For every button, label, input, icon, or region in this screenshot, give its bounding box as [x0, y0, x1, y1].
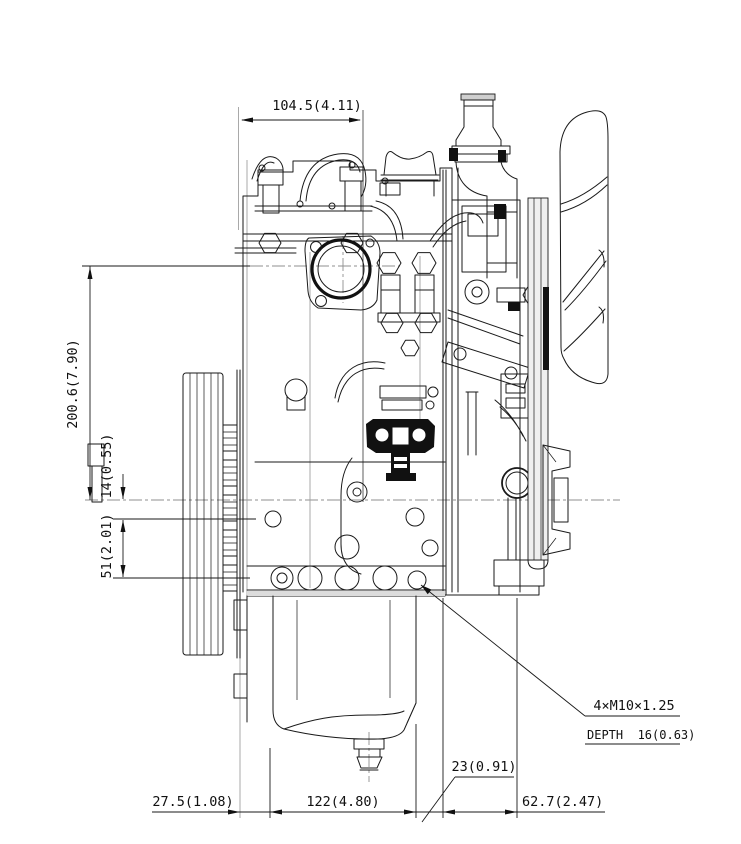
gear-case [379, 167, 545, 596]
dim-bottom-chain: 27.5(1.08) 122(4.80) 62.7(2.47) [152, 598, 605, 818]
engine-mount-bracket [366, 419, 435, 481]
dim-bottom-small-label: 23(0.91) [451, 759, 516, 775]
pump-mount-port [304, 235, 381, 311]
dim-top-width-label: 104.5(4.11) [272, 98, 361, 114]
crankcase [246, 361, 446, 597]
dim-bottom-center-label: 122(4.80) [306, 794, 379, 810]
dim-left-lower: 51(2.01) [99, 513, 250, 579]
exhaust-stack [449, 93, 518, 279]
dim-left-offset-label: 14(0.55) [99, 433, 115, 498]
flywheel [87, 369, 241, 659]
dim-top-width: 104.5(4.11) [241, 98, 362, 123]
fuel-injection-lines [234, 153, 484, 357]
oil-pan [233, 595, 417, 771]
dim-left-offset: 14(0.55) [99, 433, 256, 520]
thread-callout: 4×M10×1.25 DEPTH 16(0.63) [420, 584, 695, 745]
dim-bottom-small: 23(0.91) [421, 759, 517, 823]
dim-left-lower-label: 51(2.01) [99, 513, 115, 578]
dimension-annotations: 104.5(4.11) 200.6(7.90) 14(0.55) 51(2.01… [65, 98, 695, 823]
dim-left-height-label: 200.6(7.90) [65, 339, 81, 428]
dim-bottom-right-label: 62.7(2.47) [522, 794, 603, 810]
dim-left-height: 200.6(7.90) [65, 265, 250, 500]
thread-callout-line1: 4×M10×1.25 [593, 698, 674, 714]
air-cleaner-cap [380, 151, 440, 197]
fan-assembly [527, 110, 609, 570]
engine-line-art [87, 93, 609, 771]
thread-callout-line2: DEPTH 16(0.63) [587, 728, 695, 742]
dim-bottom-left-label: 27.5(1.08) [152, 794, 233, 810]
cylinder-head [242, 160, 453, 593]
